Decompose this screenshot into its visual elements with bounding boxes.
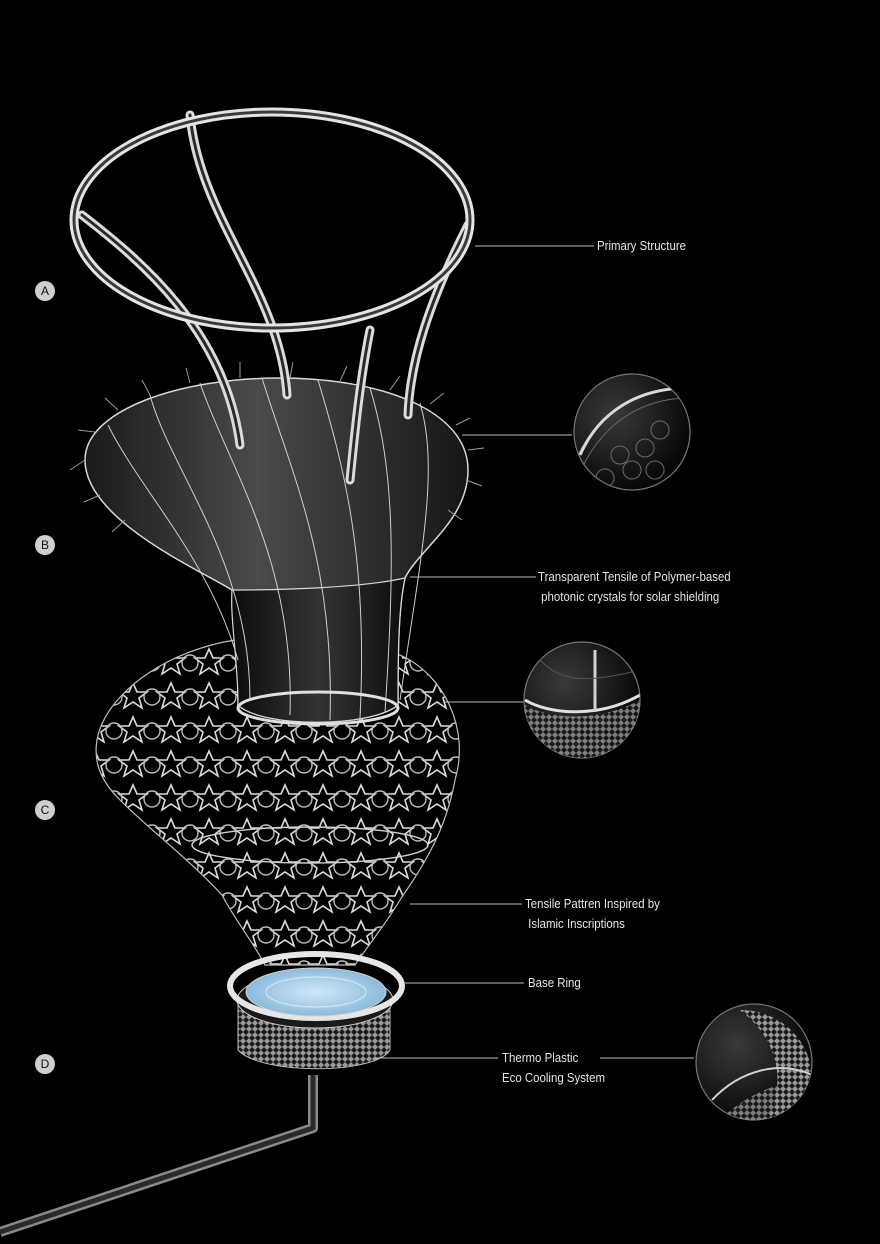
detail-sphere-membrane (573, 373, 691, 491)
section-badge-c: C (35, 800, 55, 820)
label-cooling-system: Thermo Plastic Eco Cooling System (502, 1050, 606, 1085)
label-primary-structure: Primary Structure (597, 238, 687, 253)
base-ring-assembly (227, 951, 405, 1070)
section-badge-a: A (35, 281, 55, 301)
section-badge-d: D (35, 1054, 55, 1074)
detail-sphere-cooling (695, 1003, 813, 1121)
leader-lines (375, 245, 694, 1059)
detail-sphere-ring (523, 641, 641, 759)
drain-pipe (0, 1075, 318, 1237)
tensile-membrane (69, 361, 485, 726)
label-tensile-pattern: Tensile Pattren Inspired by Islamic Insc… (525, 896, 660, 931)
section-badge-b: B (35, 535, 55, 555)
label-base-ring: Base Ring (528, 975, 581, 990)
label-tensile-membrane: Transparent Tensile of Polymer-based pho… (538, 569, 731, 604)
primary-structure-frame (69, 107, 475, 485)
